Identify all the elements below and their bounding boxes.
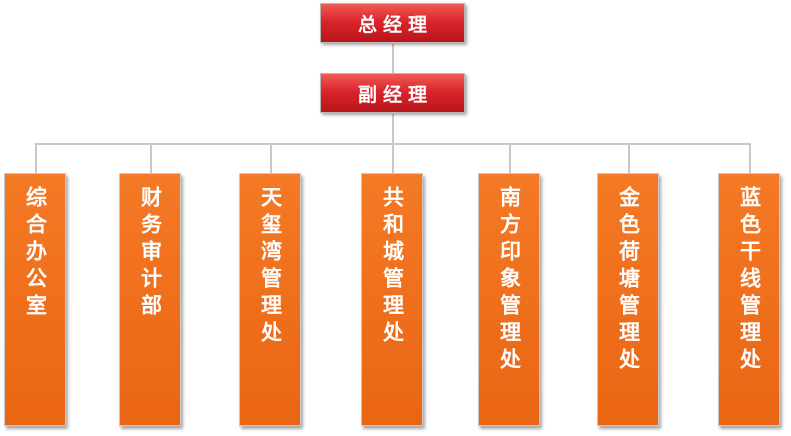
connector-dept-3 [270,143,272,173]
general-manager-label: 总经理 [357,13,433,36]
connector-dept-7 [749,143,751,173]
deputy-manager-label: 副经理 [357,83,433,106]
deputy-manager-box: 副经理 [320,73,465,113]
department-box-tianxiwan: 天玺湾管理处 [239,173,301,426]
connector-deputy-bus [392,114,394,144]
department-box-finance-audit: 财务审计部 [119,173,181,426]
connector-dept-4 [392,143,394,173]
department-box-nanfang-yinxiang: 南方印象管理处 [478,173,540,426]
department-label: 蓝色干线管理处 [737,186,762,375]
department-label: 南方印象管理处 [497,186,522,375]
department-box-general-office: 综合办公室 [4,173,66,426]
department-box-jinse-hetang: 金色荷塘管理处 [597,173,659,426]
department-label: 财务审计部 [138,186,163,321]
department-label: 共和城管理处 [380,186,405,348]
connector-dept-1 [35,143,37,173]
department-label: 综合办公室 [23,186,48,321]
connector-dept-6 [628,143,630,173]
connector-dept-5 [509,143,511,173]
general-manager-box: 总经理 [320,3,465,43]
department-box-lanse-ganxian: 蓝色干线管理处 [718,173,780,426]
department-label: 金色荷塘管理处 [616,186,641,375]
connector-dept-2 [150,143,152,173]
department-label: 天玺湾管理处 [258,186,283,348]
department-box-gonghecheng: 共和城管理处 [361,173,423,426]
connector-ceo-deputy [392,44,394,73]
